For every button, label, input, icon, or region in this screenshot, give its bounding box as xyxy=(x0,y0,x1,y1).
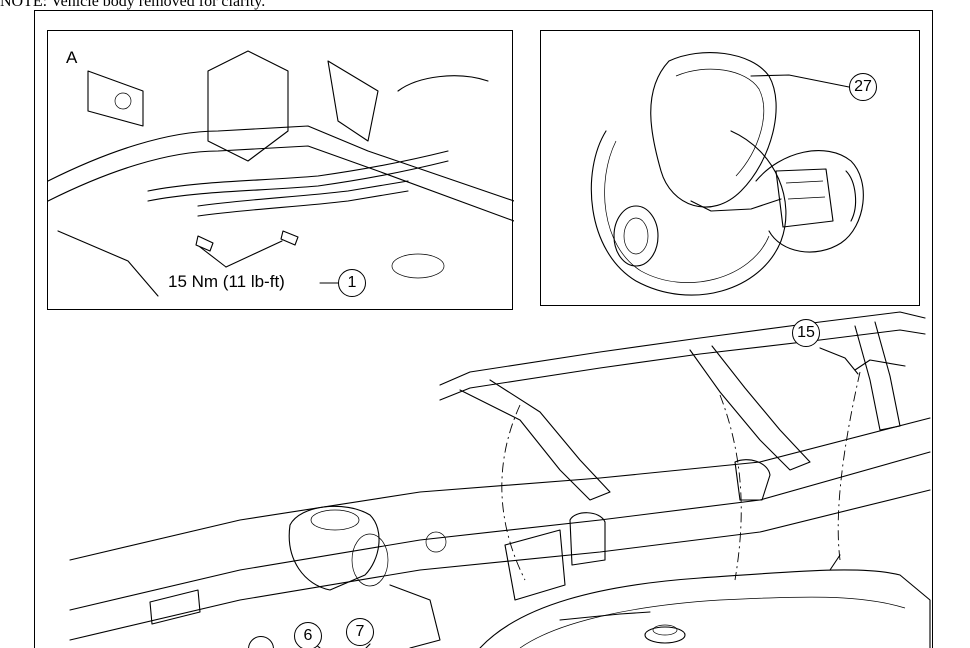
torque-spec-label: 15 Nm (11 lb-ft) xyxy=(168,272,285,291)
outer-frame xyxy=(34,10,933,648)
callout-15: 15 xyxy=(792,319,820,347)
callout-7: 7 xyxy=(346,618,374,646)
callout-6: 6 xyxy=(294,622,322,648)
callout-1: 1 xyxy=(338,269,366,297)
fuel-filler-illustration xyxy=(590,52,864,296)
detail-view-fuel-filler: 27 xyxy=(540,30,920,306)
view-label-a: A xyxy=(66,48,78,67)
detail-view-a: A 15 Nm (11 lb-ft) 1 xyxy=(47,30,514,310)
note-text: NOTE: Vehicle body removed for clarity. xyxy=(0,0,266,10)
detail-a-illustration xyxy=(48,50,514,297)
callout-27: 27 xyxy=(849,73,877,101)
